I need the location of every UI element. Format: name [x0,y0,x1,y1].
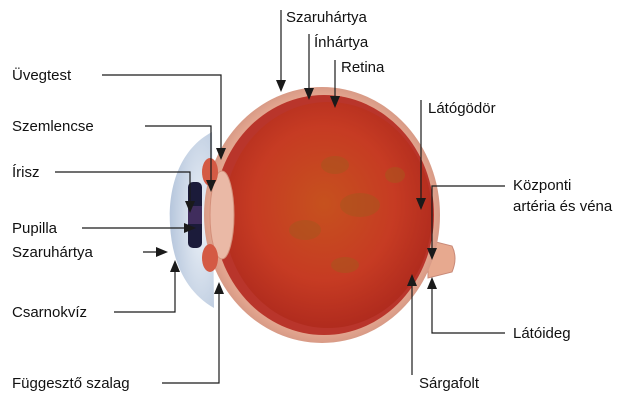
label-szemlencse: Szemlencse [12,118,94,135]
label-inhartya: Ínhártya [314,34,369,51]
label-irisz: Írisz [12,164,40,181]
ciliary-body-bottom [202,244,218,272]
label-fuggeszto-szalag: Függesztő szalag [12,375,130,392]
label-pupilla: Pupilla [12,220,58,237]
vitreous-shape [224,102,432,328]
label-csarnokviz: Csarnokvíz [12,304,87,321]
label-retina: Retina [341,59,385,76]
label-uvegtest: Üvegtest [12,66,72,84]
label-latogodor: Látógödör [428,100,496,117]
label-szaruhartya-left: Szaruhártya [12,244,94,261]
label-szaruhartya-top: Szaruhártya [286,9,368,26]
label-kozponti-line2: artéria és véna [513,198,613,215]
label-kozponti-line1: Központi [513,177,571,194]
label-latoideg: Látóideg [513,325,571,342]
label-sargafolt: Sárgafolt [419,375,480,392]
